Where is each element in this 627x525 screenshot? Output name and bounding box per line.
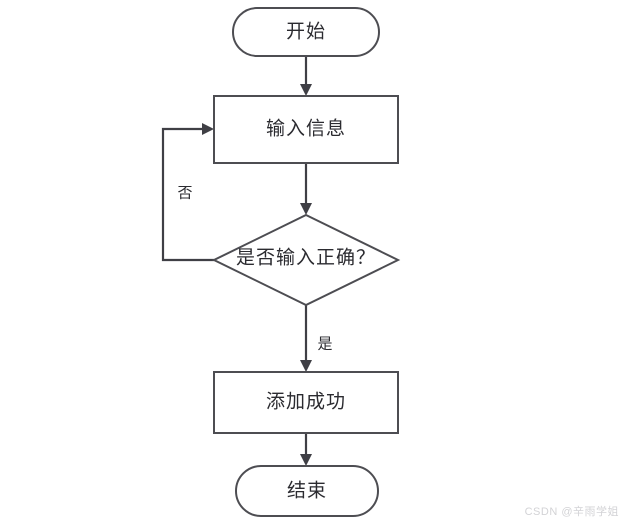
edge-label-no: 否 bbox=[177, 185, 192, 201]
node-decision[interactable]: 是否输入正确？ bbox=[211, 213, 401, 307]
edge-decision-to-input-loop: 否 bbox=[161, 123, 214, 262]
node-start[interactable]: 开始 bbox=[232, 7, 380, 57]
node-input-info-label: 输入信息 bbox=[266, 117, 346, 139]
edge-line-decision-to-input-loop bbox=[161, 127, 214, 262]
node-decision-label: 是否输入正确？ bbox=[236, 246, 376, 268]
node-input-info-shape bbox=[213, 95, 399, 164]
csdn-watermark: CSDN @辛雨学姐 bbox=[524, 506, 619, 518]
node-decision-shape bbox=[211, 213, 401, 307]
node-add-success-label: 添加成功 bbox=[266, 390, 346, 412]
node-end-label: 结束 bbox=[287, 479, 327, 501]
edge-label-yes: 是 bbox=[317, 336, 332, 352]
node-end-shape bbox=[235, 465, 379, 517]
node-add-success[interactable]: 添加成功 bbox=[213, 371, 399, 434]
arrow-head-decision-to-success bbox=[300, 360, 312, 372]
arrow-head-success-to-end bbox=[300, 454, 312, 466]
edge-start-to-input bbox=[300, 56, 312, 96]
node-end[interactable]: 结束 bbox=[235, 465, 379, 517]
edge-decision-to-success: 是 bbox=[300, 305, 333, 372]
node-start-shape bbox=[232, 7, 380, 57]
arrow-head-start-to-input bbox=[300, 84, 312, 96]
arrow-head-decision-to-input-loop bbox=[202, 123, 214, 135]
edge-success-to-end bbox=[300, 433, 312, 466]
arrow-head-input-to-decision bbox=[300, 203, 312, 215]
node-input-info[interactable]: 输入信息 bbox=[213, 95, 399, 164]
node-add-success-shape bbox=[213, 371, 399, 434]
node-start-label: 开始 bbox=[286, 20, 326, 42]
edge-input-to-decision bbox=[300, 163, 312, 215]
